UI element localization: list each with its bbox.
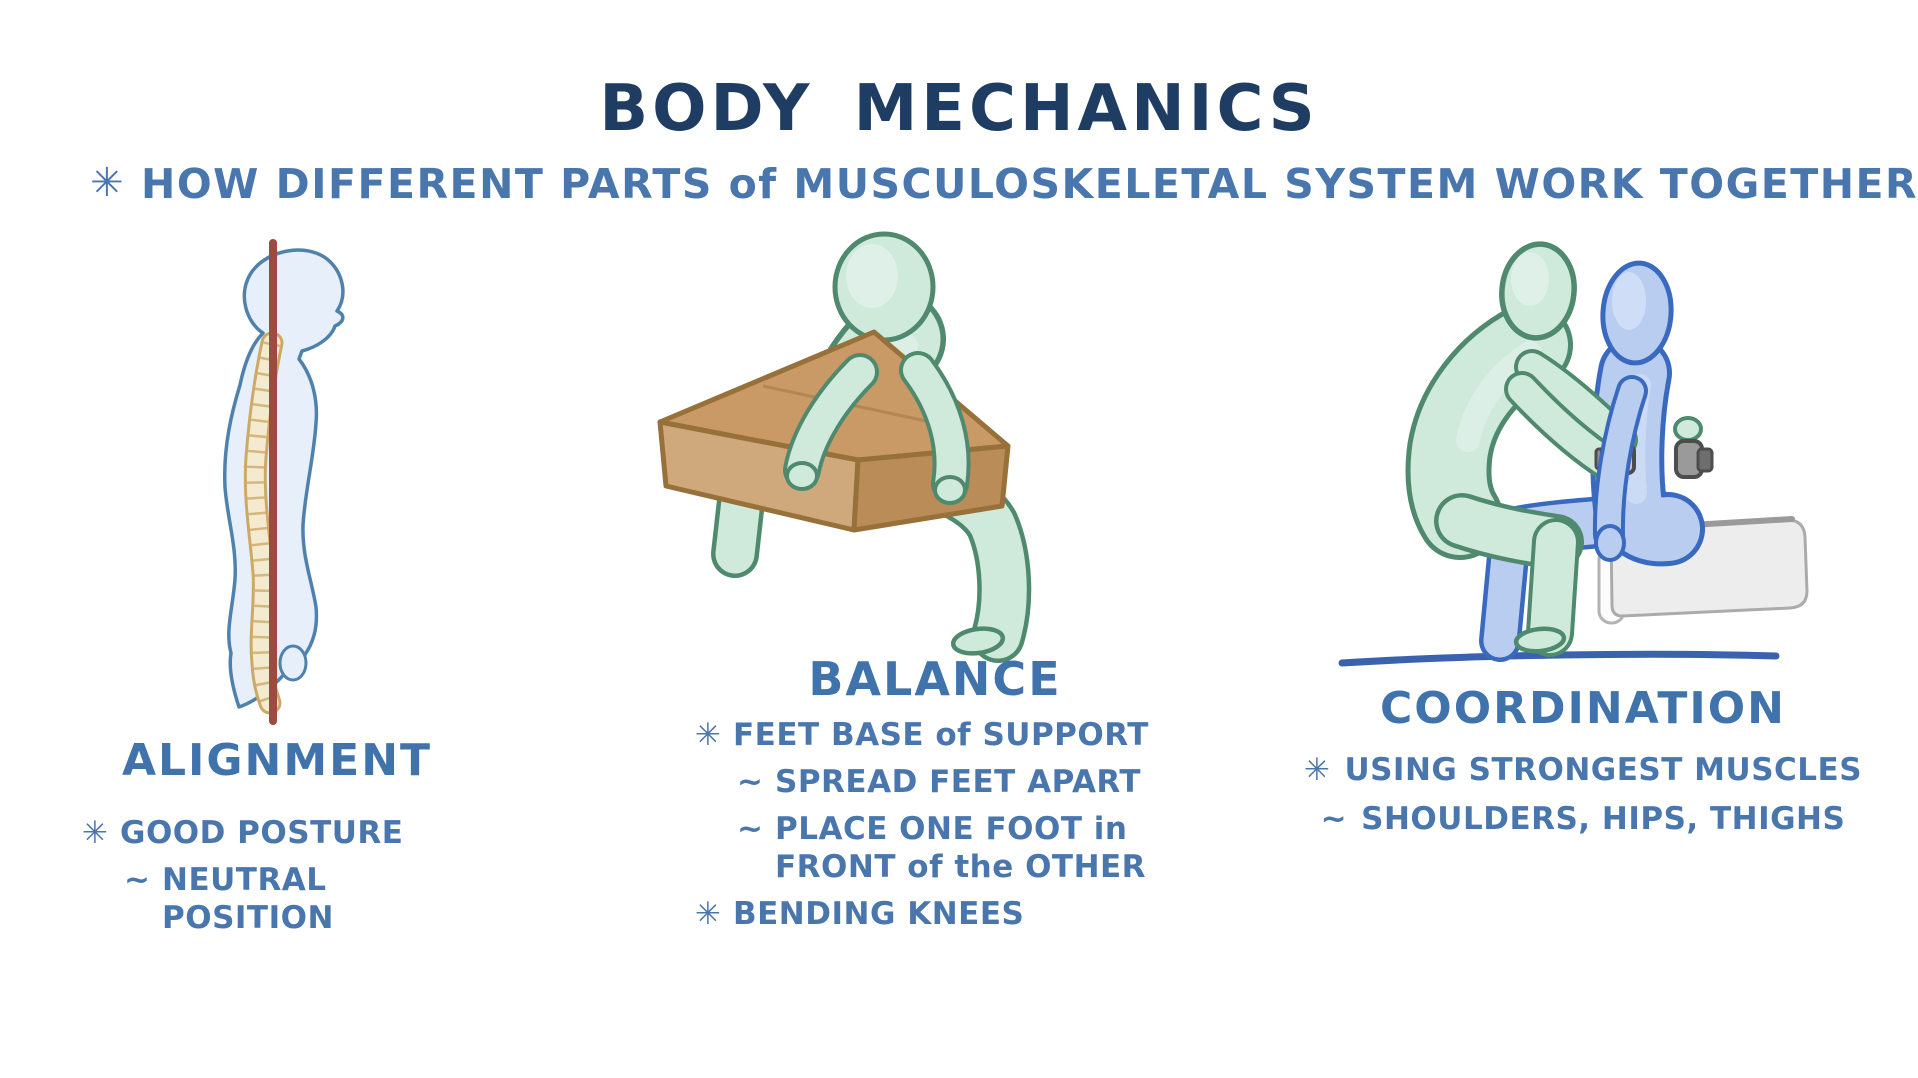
alignment-bullet-good-posture: ✳ GOOD POSTURE [82, 815, 404, 851]
balance-section: BALANCE ✳ FEET BASE of SUPPORT ~ SPREAD … [695, 652, 1175, 933]
alignment-bullet-neutral-position: ~ NEUTRAL POSITION [124, 862, 334, 936]
coordination-heading: COORDINATION [1380, 683, 1786, 734]
caregiver-head [1499, 241, 1577, 341]
asterisk-bullet-icon: ✳ [1303, 752, 1331, 788]
hand [278, 644, 308, 682]
coordination-bullet-strongest-muscles: ✳ USING STRONGEST MUSCLES [1303, 752, 1863, 788]
patient-head [1600, 260, 1674, 366]
plumb-line [269, 239, 277, 725]
balance-bullet-spread-feet: ~ SPREAD FEET APART [737, 764, 1142, 800]
tilde-bullet-icon: ~ [737, 811, 764, 847]
balance-bullet-bending-knees: ✳ BENDING KNEES [695, 896, 1025, 932]
balance-figure-illustration [657, 231, 1032, 663]
side-profile-body [222, 248, 345, 709]
balance-bullet-one-foot-front: ~ PLACE ONE FOOT in FRONT of the OTHER [737, 811, 1147, 885]
spine-column [243, 331, 284, 715]
caregiver-leg [1434, 493, 1584, 657]
arms [783, 351, 971, 505]
head [832, 231, 936, 343]
page-title: BODY MECHANICS [599, 72, 1319, 146]
page-subtitle-text: HOW DIFFERENT PARTS of MUSCULOSKELETAL S… [141, 160, 1918, 208]
asterisk-bullet-icon: ✳ [90, 160, 126, 206]
coordination-section: COORDINATION ✳ USING STRONGEST MUSCLES ~… [1268, 683, 1898, 839]
alignment-figure-illustration [222, 239, 345, 725]
alignment-section: ALIGNMENT ✳ GOOD POSTURE ~ NEUTRAL POSIT… [82, 735, 502, 937]
alignment-heading: ALIGNMENT [121, 735, 433, 786]
tilde-bullet-icon: ~ [124, 862, 151, 898]
patient-arm [1592, 375, 1648, 562]
balance-bullet-feet-base: ✳ FEET BASE of SUPPORT [695, 717, 1149, 753]
tilde-bullet-icon: ~ [737, 764, 764, 800]
balance-heading: BALANCE [808, 652, 1062, 706]
coordination-figure-illustration [1338, 241, 1809, 667]
coordination-bullet-shoulders-hips-thighs: ~ SHOULDERS, HIPS, THIGHS [1320, 801, 1846, 837]
asterisk-bullet-icon: ✳ [695, 896, 722, 932]
floor-line [1338, 650, 1780, 667]
asterisk-bullet-icon: ✳ [82, 815, 109, 851]
page-subtitle: ✳ HOW DIFFERENT PARTS of MUSCULOSKELETAL… [90, 160, 1918, 208]
tilde-bullet-icon: ~ [1320, 801, 1348, 837]
asterisk-bullet-icon: ✳ [695, 717, 722, 753]
